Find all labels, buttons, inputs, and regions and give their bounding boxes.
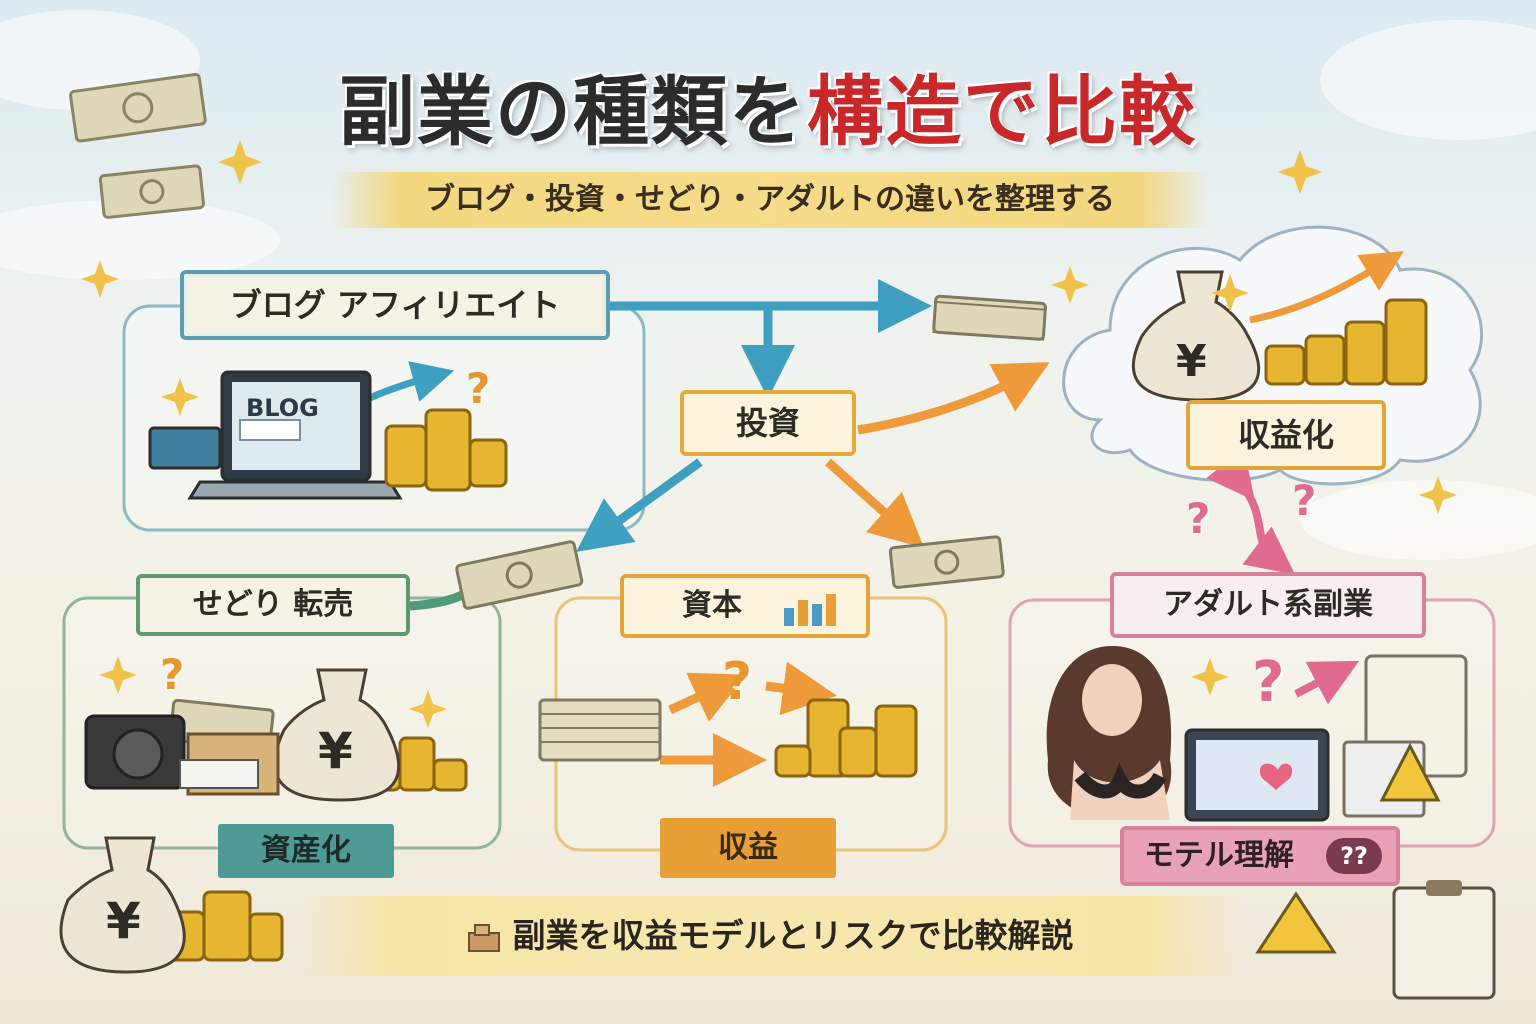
bubble-question-2: ? [1354, 842, 1368, 870]
yen-sign-sedori: ¥ [318, 722, 353, 780]
background-clouds [0, 10, 1536, 560]
laptop-blog-illustration [148, 370, 403, 500]
node-blog-affiliate: ブログ アフィリエイト [180, 270, 610, 340]
footer-text: 副業を収益モデルとリスクで比較解説 [512, 916, 1074, 955]
yen-sign-monetize: ¥ [1176, 336, 1207, 387]
node-model-understanding: モテル理解 ?? [1120, 826, 1400, 886]
question-mark-sedori: ? [160, 650, 185, 699]
title-part-2: 構造で比較 [807, 67, 1197, 156]
arrow-invest-to-monetize [857, 362, 1050, 435]
node-profit: 収益 [660, 818, 836, 878]
flow-arrows [328, 251, 1404, 787]
bubble-question: ? [1340, 842, 1354, 870]
arrow-monetize-adult [1206, 448, 1296, 575]
speech-bubble-icon: ?? [1326, 838, 1382, 874]
camera-and-box [84, 714, 280, 796]
arrow-adult-to-docs [1294, 660, 1360, 705]
clipboard-and-warning [1255, 880, 1496, 1000]
question-mark-adult: ? [1252, 650, 1285, 715]
footer-banner: 副業を収益モデルとリスクで比較解説 [300, 896, 1240, 976]
yen-sign-bottom: ¥ [106, 892, 141, 950]
subtitle-banner: ブログ・投資・せどり・アダルトの違いを整理する [330, 172, 1210, 228]
arrow-invest-to-capital [824, 458, 925, 549]
node-capital-label: 資本 [682, 588, 742, 623]
sparkles [81, 140, 1457, 728]
bar-chart-icon [784, 594, 836, 626]
banknote-decorations [69, 72, 1047, 762]
node-monetize: 収益化 [1186, 400, 1386, 470]
arrow-invest-to-sedori [576, 458, 703, 552]
arrow-monetize-growth [1249, 251, 1404, 324]
page-title: 副業の種類を構造で比較 [0, 50, 1536, 160]
adult-panel-illustrations [1046, 646, 1468, 822]
node-asset: 資産化 [218, 824, 394, 878]
blog-screen-text: BLOG [246, 394, 319, 422]
node-capital: 資本 [620, 574, 870, 638]
node-invest: 投資 [680, 390, 856, 456]
question-mark-blog: ? [466, 364, 491, 413]
question-mark-capital: ? [722, 652, 753, 712]
arrow-cash-to-coins-top [668, 672, 747, 722]
title-part-1: 副業の種類を [339, 67, 807, 156]
money-bags [59, 270, 1261, 974]
question-mark-pink-left: ? [1186, 494, 1211, 543]
node-model-label: モテル理解 [1144, 838, 1294, 873]
arrow-mid-to-coins [765, 661, 837, 716]
node-adult-side-job: アダルト系副業 [1110, 572, 1426, 638]
question-mark-pink-right: ? [1292, 476, 1317, 525]
box-icon [467, 923, 500, 952]
node-sedori: せどり 転売 [136, 574, 410, 636]
